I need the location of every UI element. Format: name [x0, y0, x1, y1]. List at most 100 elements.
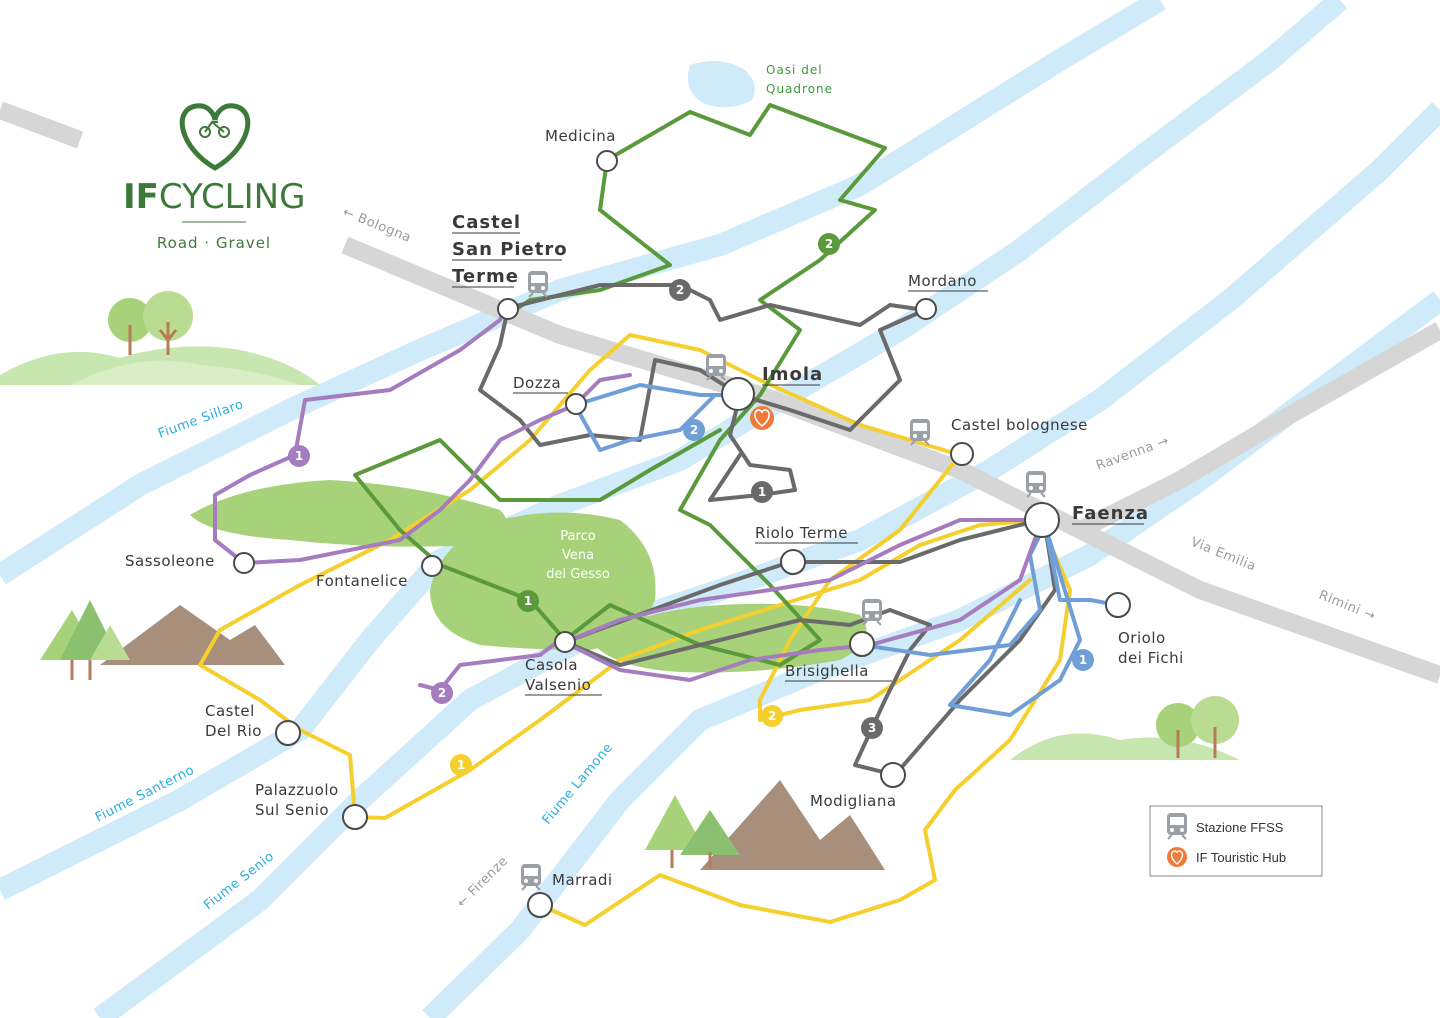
svg-text:2: 2 [438, 686, 446, 700]
node-brisighella[interactable] [849, 631, 875, 657]
legend-station-label: Stazione FFSS [1196, 820, 1284, 835]
label-parco-2: Vena [562, 548, 594, 563]
svg-text:1: 1 [295, 449, 303, 463]
node-casola-valsenio[interactable] [554, 631, 576, 653]
badge-grey-3: 3 [861, 717, 883, 739]
badge-purple-1: 1 [288, 445, 310, 467]
route-badges: 1 2 1 2 1 2 3 1 2 1 2 [288, 233, 1094, 776]
badge-green-1: 1 [517, 590, 539, 612]
green-area-sassoleone [190, 480, 507, 547]
label-castel-rio-1: Castel [205, 702, 255, 720]
label-palazzuolo-2: Sul Senio [255, 801, 329, 819]
node-castel-san-pietro[interactable] [497, 298, 519, 320]
label-road-via-emilia: Via Emilia [1189, 535, 1259, 575]
badge-blue-2: 2 [683, 419, 705, 441]
label-riolo-terme: Riolo Terme [755, 524, 848, 542]
brand-logo: IFCYCLING Road · Gravel [123, 103, 305, 252]
label-parco-1: Parco [560, 529, 595, 544]
route-yellow-1 [353, 518, 1072, 927]
svg-text:1: 1 [1079, 653, 1087, 667]
badge-blue-1: 1 [1072, 649, 1094, 671]
route-yellow-2 [198, 333, 1032, 819]
road-via-emilia [341, 236, 1440, 684]
train-icon [1025, 470, 1047, 498]
node-imola[interactable] [721, 377, 755, 411]
label-castel-sp-2: San Pietro [452, 239, 568, 260]
legend-hub-label: IF Touristic Hub [1196, 850, 1286, 865]
node-faenza[interactable] [1024, 502, 1060, 538]
town-nodes [233, 150, 1131, 918]
label-oriolo-2: dei Fichi [1118, 649, 1184, 667]
label-casola-1: Casola [525, 656, 578, 674]
node-riolo-terme[interactable] [780, 549, 806, 575]
label-castel-sp-1: Castel [452, 212, 521, 233]
label-castel-bolognese: Castel bolognese [951, 416, 1088, 434]
svg-text:2: 2 [690, 423, 698, 437]
brand-name: IFCYCLING [123, 177, 305, 217]
badge-grey-1: 1 [751, 481, 773, 503]
label-oasi-1: Oasi del [766, 63, 823, 77]
node-oriolo[interactable] [1105, 592, 1131, 618]
heart-hub-icon [750, 406, 774, 430]
area-labels: Oasi del Quadrone Parco Vena del Gesso [546, 63, 833, 582]
node-mordano[interactable] [915, 298, 937, 320]
hills-left [0, 291, 320, 385]
hills-mountains-left [40, 600, 285, 680]
hills-right [1010, 696, 1240, 760]
routes [198, 103, 1120, 927]
node-medicina[interactable] [596, 150, 618, 172]
label-oriolo-1: Oriolo [1118, 629, 1166, 647]
label-mordano: Mordano [908, 272, 977, 290]
label-faenza: Faenza [1072, 503, 1149, 524]
label-casola-2: Valsenio [525, 676, 591, 694]
node-castel-bolognese[interactable] [950, 442, 974, 466]
label-oasi-2: Quadrone [766, 82, 833, 96]
label-imola: Imola [762, 364, 823, 385]
label-road-ravenna: Ravenna → [1094, 434, 1171, 474]
svg-text:1: 1 [457, 758, 465, 772]
label-road-firenze: ← Firenze [454, 854, 511, 911]
svg-text:1: 1 [758, 485, 766, 499]
label-dozza: Dozza [513, 374, 561, 392]
label-castel-rio-2: Del Rio [205, 722, 262, 740]
node-marradi[interactable] [527, 892, 553, 918]
town-labels: Medicina Castel San Pietro Terme Mordano… [125, 127, 1184, 889]
badge-yellow-2: 2 [761, 705, 783, 727]
badge-yellow-1: 1 [450, 754, 472, 776]
route-blue [573, 383, 1120, 717]
heart-logo-icon [179, 103, 251, 171]
node-modigliana[interactable] [880, 762, 906, 788]
svg-text:2: 2 [676, 283, 684, 297]
label-fontanelice: Fontanelice [316, 572, 408, 590]
badge-purple-2: 2 [431, 682, 453, 704]
brand-subtitle: Road · Gravel [157, 234, 271, 252]
roads [0, 101, 1440, 684]
label-road-rimini: Rimini → [1317, 588, 1378, 624]
badge-grey-2: 2 [669, 279, 691, 301]
label-castel-sp-3: Terme [452, 266, 519, 287]
label-brisighella: Brisighella [785, 662, 869, 680]
route-grey [478, 283, 1057, 777]
node-castel-del-rio[interactable] [275, 720, 301, 746]
node-dozza[interactable] [565, 393, 587, 415]
legend: Stazione FFSS IF Touristic Hub [1149, 805, 1323, 877]
hills-mountains-bottom [645, 780, 885, 870]
label-medicina: Medicina [545, 127, 616, 145]
label-parco-3: del Gesso [546, 567, 610, 582]
river-sillaro [0, 0, 1166, 585]
svg-text:3: 3 [868, 721, 876, 735]
badge-green-2: 2 [818, 233, 840, 255]
label-underlines [452, 232, 1144, 696]
label-modigliana: Modigliana [810, 792, 897, 810]
node-fontanelice[interactable] [421, 555, 443, 577]
heart-hub-icon [1167, 847, 1187, 867]
svg-text:1: 1 [524, 594, 532, 608]
node-palazzuolo[interactable] [342, 804, 368, 830]
road-ravenna [1075, 322, 1440, 539]
oasi-lake [687, 61, 755, 108]
node-sassoleone[interactable] [233, 552, 255, 574]
label-sassoleone: Sassoleone [125, 552, 215, 570]
svg-text:2: 2 [825, 237, 833, 251]
route-purple [213, 306, 1042, 692]
